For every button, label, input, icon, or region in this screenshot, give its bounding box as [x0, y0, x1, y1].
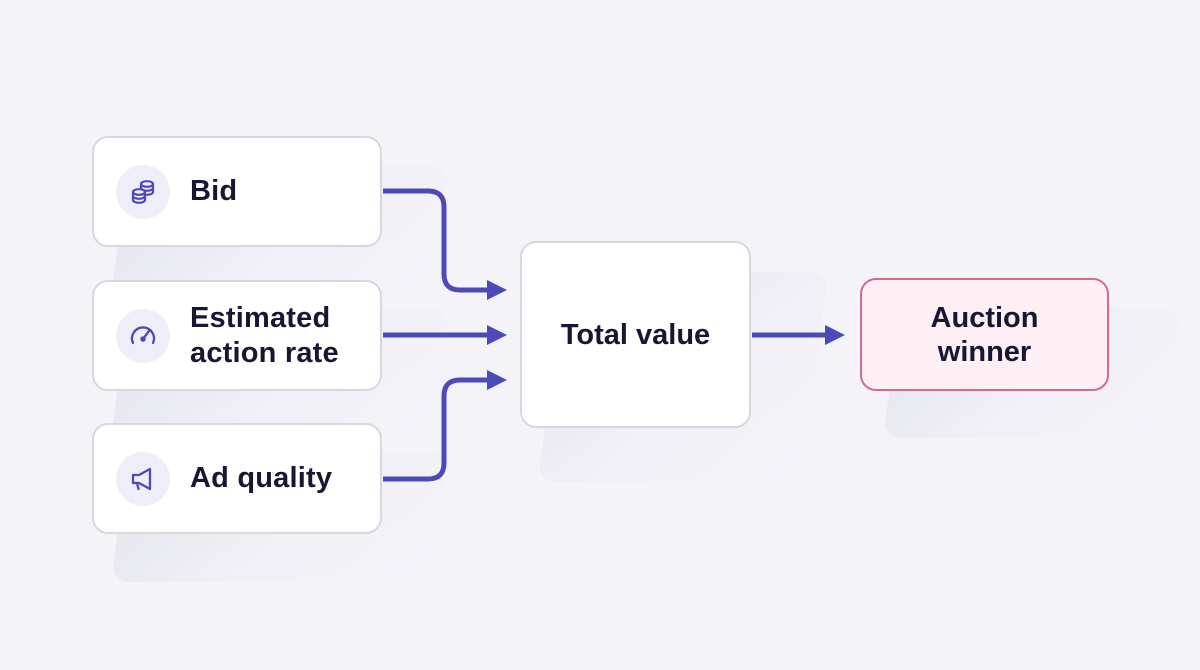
bid-box: Bid: [92, 136, 382, 247]
total-value-label: Total value: [560, 318, 711, 351]
megaphone-icon: [116, 451, 170, 506]
ad-quality-box: Ad quality: [92, 423, 382, 534]
estimated-action-rate-box: Estimated action rate: [92, 280, 382, 391]
total-value-box: Total value: [520, 241, 751, 428]
ad-quality-arrow: [383, 370, 507, 482]
bid-arrow: [383, 188, 507, 300]
auction-winner-box: Auction winner: [860, 278, 1109, 391]
coins-icon: [116, 164, 170, 219]
estimated-action-rate-label: Estimated action rate: [190, 301, 339, 369]
bid-label: Bid: [190, 175, 238, 207]
ad-quality-label: Ad quality: [190, 462, 333, 494]
speedometer-icon: [116, 308, 170, 363]
auction-winner-label: Auction winner: [930, 301, 1039, 368]
